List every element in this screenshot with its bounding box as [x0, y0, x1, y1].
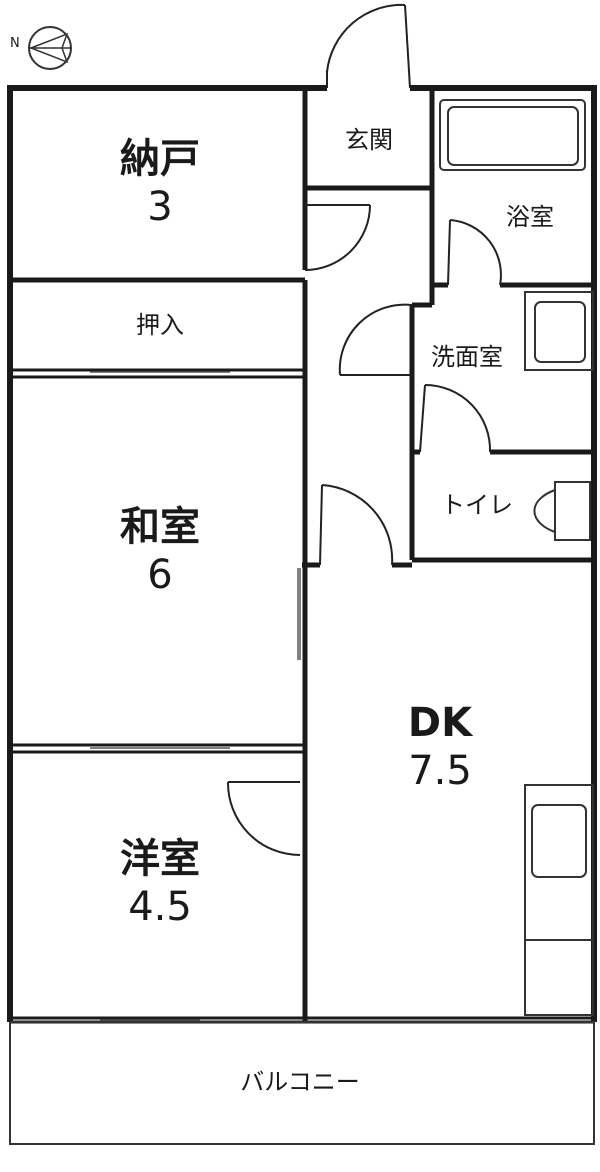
- balcony-railing: [9, 1021, 595, 1145]
- room-nando-name: 納戸: [120, 136, 200, 182]
- toilet-bowl: [533, 481, 591, 541]
- door-swings: [226, 204, 502, 856]
- exterior-walls: [7, 85, 597, 1022]
- room-dk-name: DK: [407, 700, 473, 746]
- interior-walls: [10, 88, 594, 1022]
- room-balcony-name: バルコニー: [240, 1068, 360, 1096]
- room-washitsu-name: 和室: [120, 504, 200, 550]
- bathtub: [439, 99, 586, 171]
- room-dk-size: 7.5: [408, 748, 472, 794]
- room-toilet-name: トイレ: [441, 491, 513, 519]
- room-nando-size: 3: [147, 184, 173, 230]
- room-genkan-name: 玄関: [345, 126, 393, 154]
- north-arrow-icon: [28, 26, 72, 70]
- room-oshiire-name: 押入: [136, 311, 184, 339]
- room-youshitsu-name: 洋室: [120, 836, 200, 882]
- north-label: N: [10, 36, 20, 51]
- room-youshitsu-size: 4.5: [128, 884, 192, 930]
- washbasin: [524, 291, 594, 371]
- entrance-door: [326, 3, 411, 89]
- room-washitsu-size: 6: [147, 552, 173, 598]
- room-yokushitsu-name: 浴室: [506, 203, 554, 231]
- room-senmenshitsu-name: 洗面室: [431, 343, 503, 371]
- kitchen-counter: [524, 784, 594, 1016]
- sliding-doors: [90, 371, 301, 1021]
